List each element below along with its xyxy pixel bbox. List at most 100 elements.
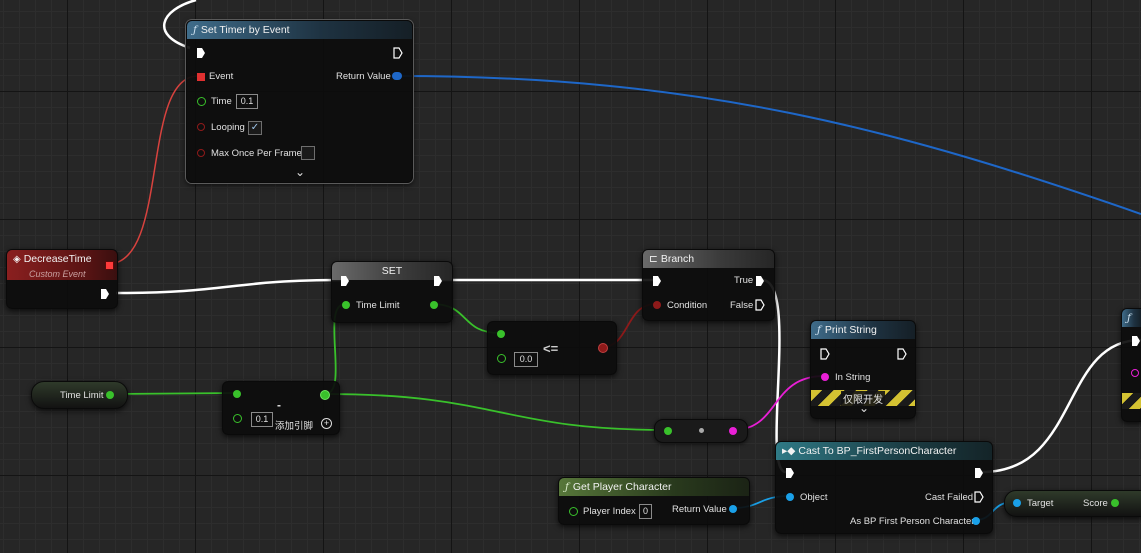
exec-wire-decrease-set <box>115 278 345 295</box>
delegate-wire <box>107 75 199 265</box>
branch-icon: ⊏ <box>649 253 658 265</box>
exec-out-pin[interactable] <box>393 47 403 59</box>
exec-out-pin[interactable] <box>897 348 907 360</box>
result-out-pin[interactable] <box>598 343 608 353</box>
expand-arrow-icon[interactable]: ⌄ <box>295 165 306 179</box>
less-equal-operator: <= <box>543 341 559 356</box>
float-wire-timelimit-subtract <box>107 392 238 395</box>
subtract-node[interactable]: 0.1 - 添加引脚 + <box>222 381 340 435</box>
b-value-field[interactable]: 0.0 <box>514 352 538 367</box>
b-value-field[interactable]: 0.1 <box>251 412 273 427</box>
score-out-pin[interactable] <box>1111 499 1119 507</box>
return-value-label: Return Value <box>672 504 727 515</box>
in-string-pin[interactable] <box>821 373 829 381</box>
exec-in-pin[interactable] <box>652 275 662 287</box>
in-string-label: In String <box>835 372 871 383</box>
object-label: Object <box>800 492 828 503</box>
object-in-pin[interactable] <box>786 493 794 501</box>
function-icon: ƒ <box>565 481 569 493</box>
time-pin[interactable] <box>197 97 206 106</box>
print-string-title: Print String <box>824 324 877 336</box>
exec-out-pin[interactable] <box>100 288 110 300</box>
set-variable-node[interactable]: SET Time Limit <box>331 261 453 323</box>
exec-in-pin[interactable] <box>1131 335 1141 347</box>
condition-label: Condition <box>667 300 708 311</box>
decrease-time-title: DecreaseTime <box>23 253 92 265</box>
exec-out-pin[interactable] <box>974 467 984 479</box>
cast-header[interactable]: ▸◆Cast To BP_FirstPersonCharacter <box>776 442 992 460</box>
max-once-pin[interactable] <box>197 149 205 157</box>
add-pin-label[interactable]: 添加引脚 <box>275 421 314 432</box>
player-index-label: Player Index <box>583 506 636 517</box>
dev-only-label: 仅限开发 <box>841 391 885 406</box>
decrease-time-header[interactable]: ◈DecreaseTime Custom Event <box>7 250 117 280</box>
function-icon: ƒ <box>193 24 197 36</box>
delegate-out-pin[interactable] <box>105 261 114 270</box>
as-bp-out-pin[interactable] <box>972 517 980 525</box>
decrease-time-event-node[interactable]: ◈DecreaseTime Custom Event <box>6 249 118 309</box>
offscreen-function-header[interactable]: ƒ <box>1122 309 1141 327</box>
a-in-pin[interactable] <box>233 390 241 398</box>
exec-in-pin[interactable] <box>196 47 206 59</box>
float-to-string-conversion-node[interactable] <box>654 419 748 443</box>
event-label: Event <box>209 71 234 82</box>
event-diamond-icon: ◈ <box>13 254 21 265</box>
cast-failed-exec-pin[interactable] <box>974 491 984 503</box>
a-in-pin[interactable] <box>497 330 505 338</box>
string-out-pin[interactable] <box>729 427 737 435</box>
max-once-checkbox[interactable] <box>301 146 315 160</box>
set-title: SET <box>381 265 403 277</box>
custom-event-subtitle: Custom Event <box>29 269 86 279</box>
exec-wire-cast-next <box>981 338 1141 474</box>
event-pin[interactable] <box>197 73 205 81</box>
branch-header[interactable]: ⊏Branch <box>643 250 774 268</box>
subtract-operator: - <box>277 398 281 412</box>
looping-checkbox[interactable]: ✓ <box>248 121 262 135</box>
looping-pin[interactable] <box>197 123 205 131</box>
player-index-field[interactable]: 0 <box>639 504 652 519</box>
score-label: Score <box>1083 498 1108 509</box>
target-pin[interactable] <box>1013 499 1021 507</box>
cast-failed-label: Cast Failed <box>925 492 974 503</box>
result-out-pin[interactable] <box>320 390 330 400</box>
as-bp-label: As BP First Person Character <box>850 516 975 527</box>
add-pin-plus-icon[interactable]: + <box>321 418 332 429</box>
b-in-pin[interactable] <box>497 354 506 363</box>
exec-in-pin[interactable] <box>820 348 830 360</box>
b-in-pin[interactable] <box>233 414 242 423</box>
player-index-pin[interactable] <box>569 507 578 516</box>
expand-arrow-icon[interactable]: ⌄ <box>859 401 870 415</box>
less-equal-node[interactable]: 0.0 <= <box>487 321 617 375</box>
false-exec-pin[interactable] <box>755 299 765 311</box>
score-getter-node[interactable]: Target Score <box>1004 490 1141 517</box>
float-in-pin[interactable] <box>664 427 672 435</box>
exec-in-pin[interactable] <box>340 275 350 287</box>
time-limit-in-pin[interactable] <box>342 301 350 309</box>
time-limit-out-pin[interactable] <box>430 301 438 309</box>
offscreen-function-node[interactable]: ƒ <box>1121 308 1141 422</box>
condition-pin[interactable] <box>653 301 661 309</box>
exec-in-pin[interactable] <box>785 467 795 479</box>
return-value-wire <box>397 75 1141 215</box>
branch-node[interactable]: ⊏Branch True Condition False <box>642 249 775 321</box>
time-limit-var-label: Time Limit <box>60 390 104 401</box>
false-label: False <box>730 300 754 311</box>
string-in-pin[interactable] <box>1131 369 1139 377</box>
return-value-pin[interactable] <box>729 505 737 513</box>
time-label: Time <box>211 96 232 107</box>
true-exec-pin[interactable] <box>755 275 765 287</box>
time-value-field[interactable]: 0.1 <box>236 94 258 109</box>
return-value-label: Return Value <box>336 71 391 82</box>
return-value-pin[interactable] <box>392 72 402 80</box>
set-header[interactable]: SET <box>332 262 452 280</box>
time-limit-out-pin[interactable] <box>106 391 114 399</box>
time-limit-getter-node[interactable]: Time Limit <box>31 381 128 409</box>
cast-to-node[interactable]: ▸◆Cast To BP_FirstPersonCharacter Object… <box>775 441 993 534</box>
exec-out-pin[interactable] <box>433 275 443 287</box>
